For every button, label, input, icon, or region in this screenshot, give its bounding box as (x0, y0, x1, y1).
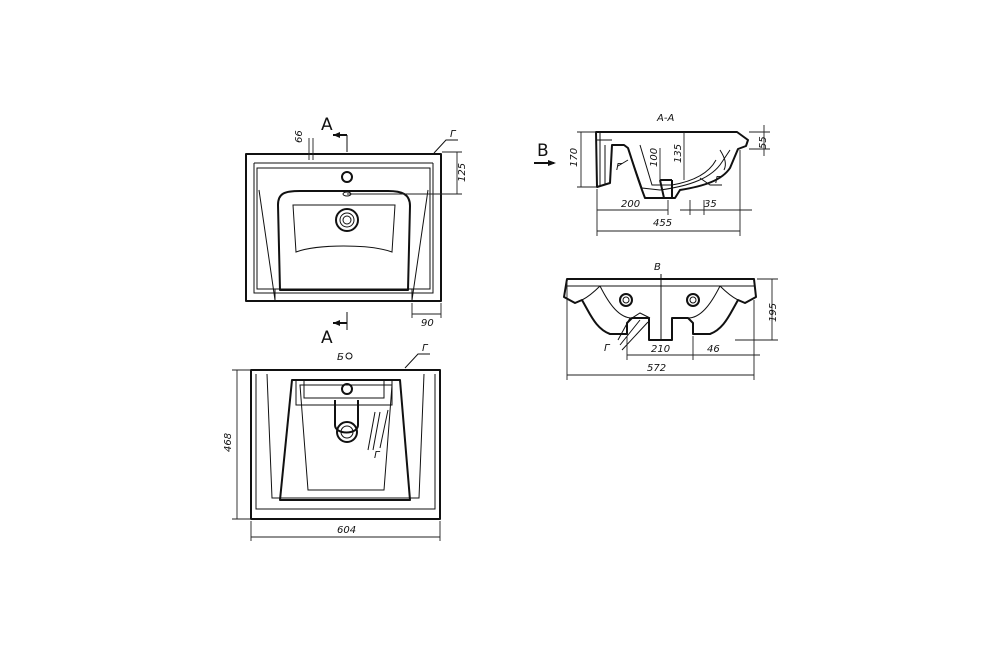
view-b-small-label: Б (337, 352, 344, 363)
top-view: A A 66 125 90 Г (245, 115, 468, 348)
bottom-view: Г Б Г 468 604 (223, 343, 441, 541)
dim-572: 572 (647, 363, 666, 374)
section-a-top-label: A (321, 115, 333, 135)
view-b: B Г 195 210 46 572 (563, 262, 779, 380)
callout-g-section-1: Г (616, 162, 623, 173)
callout-g-bottom: Г (422, 343, 429, 354)
dim-210: 210 (651, 344, 670, 355)
callout-g-view-b: Г (604, 343, 611, 354)
section-a-bottom-label: A (321, 328, 333, 348)
dim-455: 455 (653, 218, 672, 229)
dim-135: 135 (673, 144, 684, 163)
dim-90: 90 (421, 318, 434, 329)
section-title: A-A (656, 113, 674, 124)
dim-46: 46 (707, 344, 720, 355)
view-b-label: B (537, 141, 549, 161)
dim-100: 100 (649, 148, 660, 167)
dim-125: 125 (457, 163, 468, 182)
dim-200: 200 (621, 199, 640, 210)
dim-195: 195 (768, 303, 779, 322)
section-a-a: A-A B Г Г 170 100 135 55 200 35 (534, 113, 770, 236)
dim-170: 170 (569, 148, 580, 167)
dim-468: 468 (223, 433, 234, 452)
dim-55: 55 (758, 136, 769, 149)
dim-35: 35 (704, 199, 717, 210)
callout-g-section-2: Г (715, 175, 722, 186)
view-b-title: B (654, 262, 661, 273)
dim-66: 66 (294, 130, 305, 143)
callout-g-top: Г (450, 129, 457, 140)
dim-604: 604 (337, 525, 356, 536)
callout-g-bottom-inner: Г (374, 450, 381, 461)
